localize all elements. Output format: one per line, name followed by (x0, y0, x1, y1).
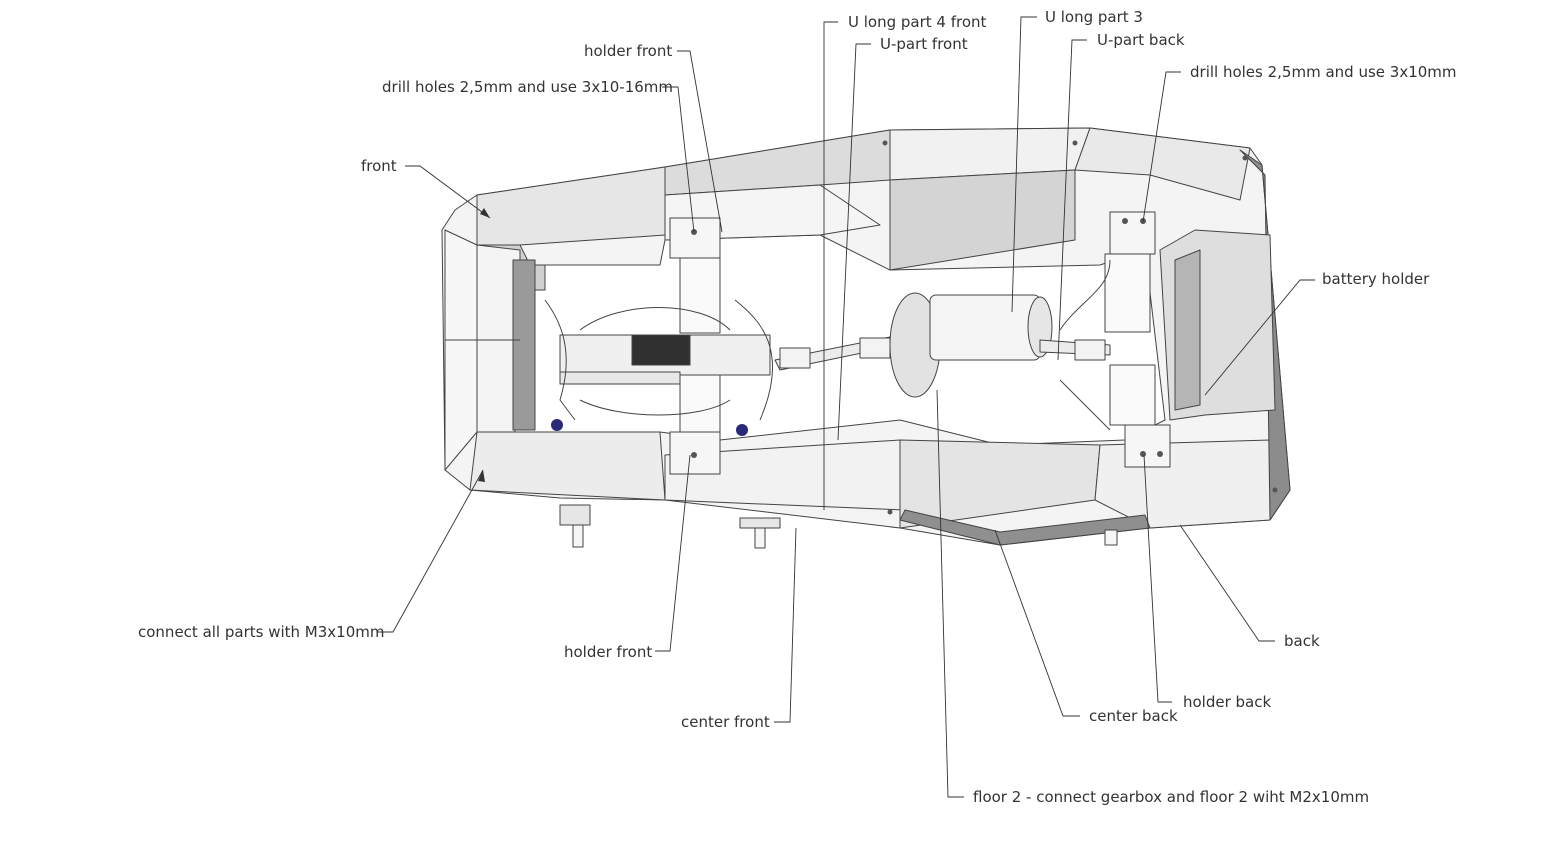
rear-hub-pin (1104, 529, 1118, 546)
leader-u-long-3 (1011, 16, 1037, 313)
front-right-hub (739, 517, 781, 529)
front-suspension-left (544, 299, 576, 421)
driveshaft-joint-front (779, 347, 811, 369)
screw (1122, 218, 1128, 224)
label-battery-holder: battery holder (1322, 270, 1430, 288)
leader-u-part-back (1057, 39, 1087, 361)
front-side-panel (444, 229, 478, 471)
front-right-spring (736, 424, 748, 436)
front-left-spring (551, 419, 563, 431)
label-center-front: center front (681, 713, 770, 731)
holder-front-top-block (669, 217, 721, 259)
label-front: front (361, 157, 397, 175)
label-holder-front-top: holder front (584, 42, 673, 60)
front-arm-lower (579, 399, 731, 416)
label-holder-front-bottom: holder front (564, 643, 653, 661)
label-u-part-back: U-part back (1097, 31, 1185, 49)
front-bottom-wall (469, 431, 666, 501)
leader-back (1179, 524, 1275, 642)
leader-battery-holder (1204, 279, 1315, 396)
leader-u-part-front (837, 43, 871, 441)
holder-back-bottom-post (1109, 364, 1156, 426)
front-left-hub (559, 504, 591, 526)
leader-center-back (994, 529, 1080, 717)
front-arm-upper (579, 307, 731, 331)
holder-front-bottom-post (679, 371, 721, 436)
label-holder-back: holder back (1183, 693, 1272, 711)
servo-block (631, 334, 691, 366)
u-long-top-center-inner (889, 169, 1076, 271)
holder-back-bottom-block (1124, 424, 1171, 468)
screw (1072, 140, 1078, 146)
front-left-hub-pin (572, 524, 584, 548)
driveshaft-joint-middle (859, 337, 891, 359)
leader-connect-all-parts (377, 469, 484, 633)
leader-drill-holes-back (1142, 71, 1181, 223)
driveshaft-joint-rear (1074, 339, 1106, 361)
label-u-long-part-3: U long part 3 (1045, 8, 1143, 26)
holder-back-top-post (1104, 253, 1151, 333)
gearbox-body (929, 294, 1041, 361)
screw (691, 452, 697, 458)
label-floor-2: floor 2 - connect gearbox and floor 2 wi… (973, 788, 1370, 806)
leader-holder-front-top (677, 50, 723, 233)
rear-suspension-lower (1059, 379, 1111, 431)
u-long-top-back (1074, 127, 1251, 201)
leader-center-front (774, 527, 797, 723)
leader-front (405, 165, 491, 219)
screw (1140, 451, 1146, 457)
label-drill-holes-front: drill holes 2,5mm and use 3x10-16mm (382, 78, 674, 96)
leader-drill-holes-front (662, 86, 695, 233)
holder-front-top-post (679, 257, 721, 334)
leader-u-long-4-front (823, 21, 838, 510)
screw (1272, 487, 1278, 493)
label-center-back: center back (1089, 707, 1178, 725)
front-suspension-right (734, 299, 774, 421)
front-side-inner (512, 259, 536, 431)
label-u-long-part-4-front: U long part 4 front (848, 13, 987, 31)
screw (882, 140, 888, 146)
front-right-hub-pin (754, 527, 766, 549)
holder-back-top-block (1109, 211, 1156, 255)
front-wall (476, 166, 666, 246)
u-long-bottom-back (1094, 439, 1291, 529)
battery-holder-inner (1174, 249, 1201, 411)
screw (1242, 155, 1248, 161)
front-axle-bar (559, 371, 681, 385)
leader-holder-back (1143, 454, 1172, 703)
label-drill-holes-back: drill holes 2,5mm and use 3x10mm (1190, 63, 1457, 81)
leader-floor-2 (936, 389, 964, 798)
back-wall (1239, 149, 1291, 521)
leader-holder-front-bottom (655, 454, 691, 652)
label-connect-all-parts: connect all parts with M3x10mm (138, 623, 385, 641)
u-long-top-front (664, 129, 891, 196)
screw (1157, 451, 1163, 457)
bottom-dark-strip (899, 509, 1151, 546)
arrow-connect-all-parts (478, 470, 485, 482)
label-u-part-front: U-part front (880, 35, 968, 53)
screw (887, 509, 893, 515)
label-back: back (1284, 632, 1320, 650)
rear-suspension-upper (1059, 259, 1111, 331)
arrow-front (480, 208, 490, 218)
